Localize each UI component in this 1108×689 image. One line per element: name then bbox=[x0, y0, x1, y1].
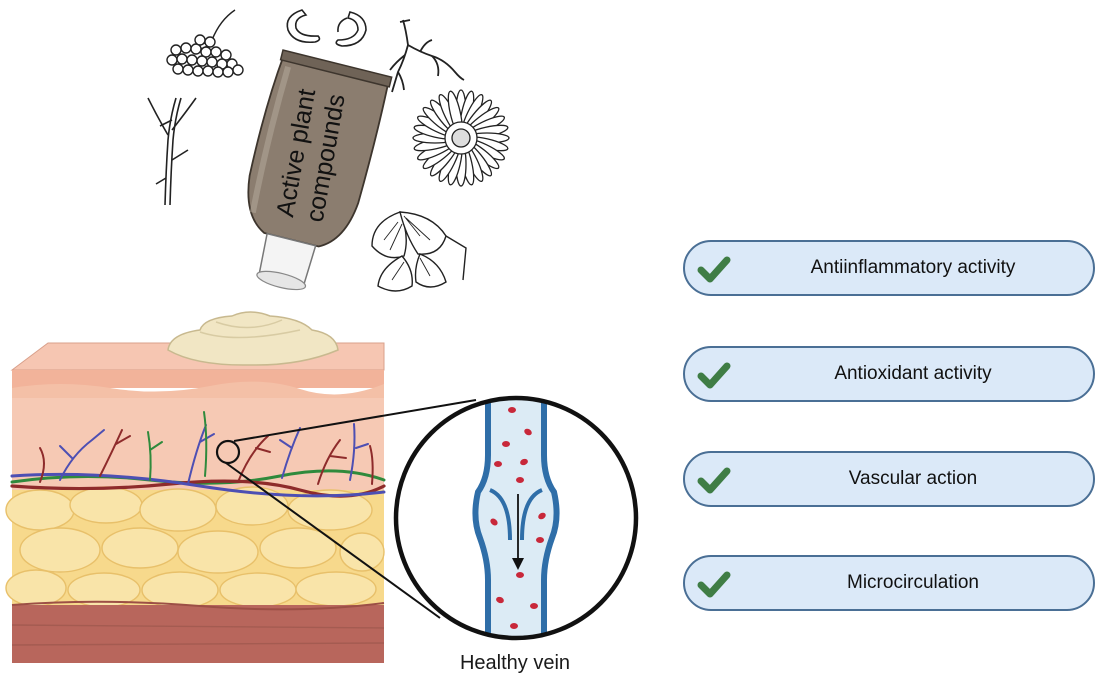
check-icon bbox=[697, 467, 731, 494]
benefit-label: Microcirculation bbox=[847, 572, 979, 593]
skin-cross-section bbox=[5, 342, 386, 663]
seed-pods-drawing bbox=[286, 9, 367, 47]
zoom-lines bbox=[225, 399, 477, 619]
benefit-microcirculation: Microcirculation bbox=[683, 555, 1095, 611]
cream-blob bbox=[167, 311, 339, 366]
check-icon bbox=[697, 362, 731, 389]
check-icon bbox=[697, 256, 731, 283]
branch-drawing bbox=[147, 97, 197, 206]
berry-cluster-drawing bbox=[166, 9, 244, 78]
benefit-label: Vascular action bbox=[848, 468, 978, 489]
benefit-label: Antioxidant activity bbox=[834, 363, 992, 384]
benefit-antioxidant: Antioxidant activity bbox=[683, 346, 1095, 402]
cream-tube: Active plant compounds bbox=[247, 49, 393, 291]
root-drawing bbox=[389, 19, 465, 93]
healthy-vein-caption: Healthy vein bbox=[459, 652, 571, 674]
benefit-vascular-action: Vascular action bbox=[683, 451, 1095, 507]
benefit-antiinflammatory: Antiinflammatory activity bbox=[683, 240, 1095, 296]
zoom-target-circle bbox=[215, 439, 241, 465]
benefit-label: Antiinflammatory activity bbox=[810, 257, 1016, 278]
marigold-flower-drawing bbox=[412, 89, 510, 187]
ginkgo-leaves-drawing bbox=[371, 211, 467, 292]
magnified-vein bbox=[393, 395, 639, 641]
check-icon bbox=[697, 571, 731, 598]
